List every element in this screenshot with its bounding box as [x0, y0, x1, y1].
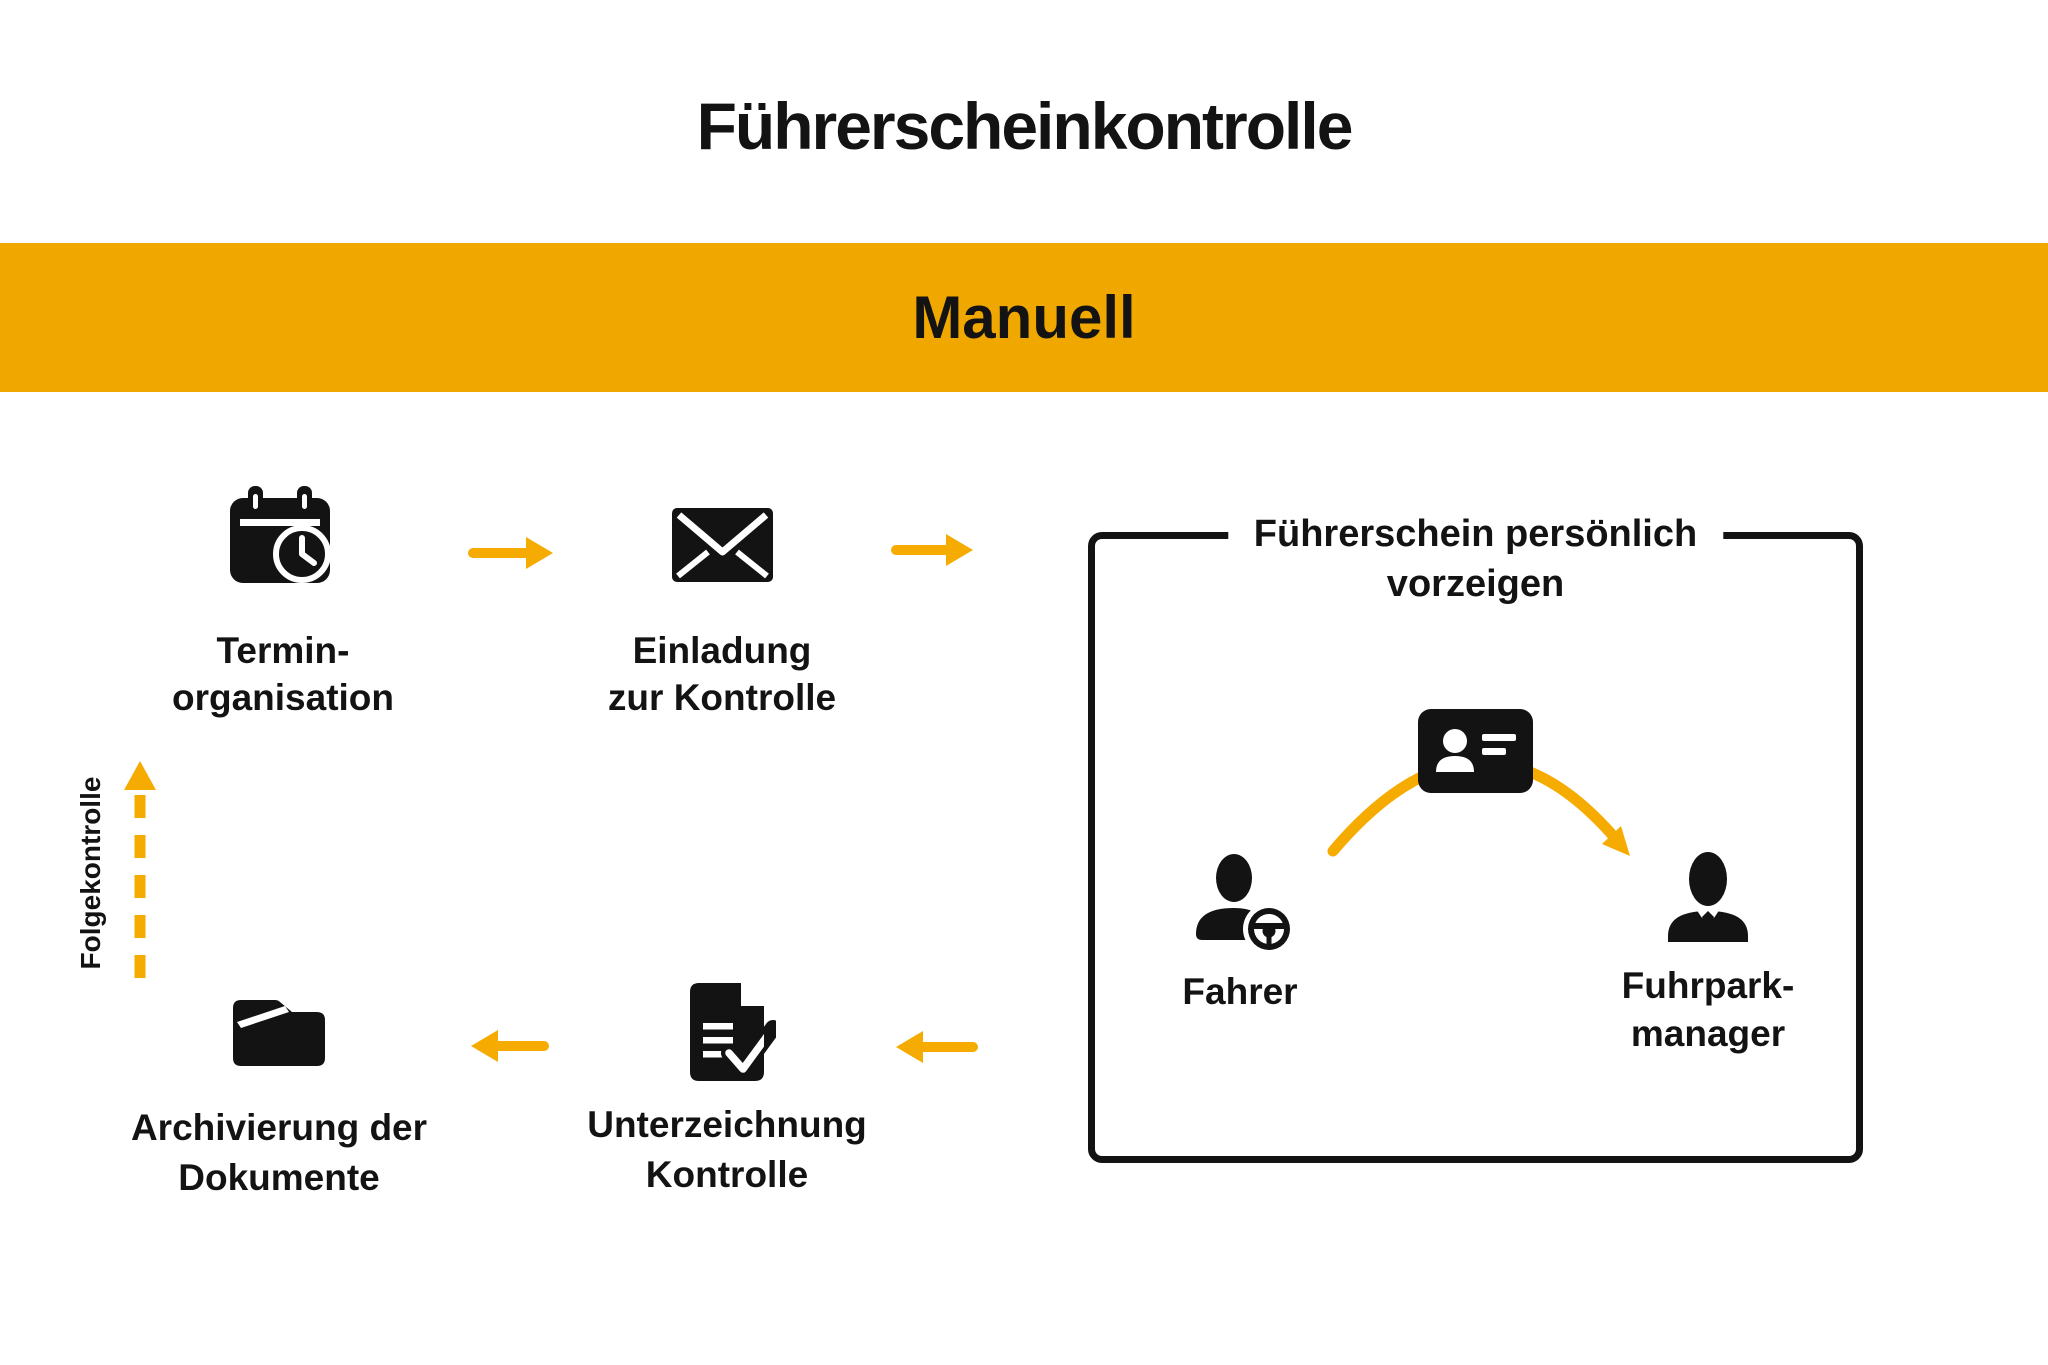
page-title: Führerscheinkontrolle	[696, 89, 1354, 163]
step-label-line: organisation	[171, 677, 395, 718]
id-card-icon	[1418, 709, 1533, 793]
folgekontrolle-arrow	[124, 761, 156, 978]
actor-label-line: Fahrer	[1182, 971, 1298, 1012]
actor-label: Fuhrpark- manager	[1622, 962, 1795, 1058]
mode-banner-label: Manuell	[912, 284, 1136, 351]
step-label-line: Unterzeichnung	[587, 1104, 867, 1145]
folgekontrolle-label: Folgekontrolle	[75, 776, 106, 970]
step-label-line: Archivierung der	[130, 1107, 428, 1148]
flow-arrow-right-2	[891, 534, 973, 566]
step-label-line: Termin-	[216, 630, 350, 671]
vorzeigen-box-title: Führerschein persönlich vorzeigen	[1227, 509, 1724, 609]
box-title-line: Führerschein persönlich	[1253, 513, 1698, 555]
step-label: Unterzeichnung Kontrolle	[587, 1100, 867, 1200]
step-label: Archivierung der Dokumente	[131, 1103, 427, 1203]
document-check-icon	[690, 983, 776, 1081]
flow-arrow-right-1	[468, 537, 553, 569]
envelope-icon	[672, 508, 773, 582]
step-label: Termin- organisation	[172, 627, 394, 721]
actor-label-line: manager	[1630, 1013, 1786, 1054]
box-title-line: vorzeigen	[1386, 563, 1565, 605]
flow-arrow-left-2	[471, 1030, 549, 1062]
flow-arrow-left-1	[896, 1031, 978, 1063]
step-label-line: zur Kontrolle	[607, 677, 837, 718]
actor-label-line: Fuhrpark-	[1621, 965, 1795, 1006]
step-label-line: Einladung	[632, 630, 812, 671]
vorzeigen-box: Führerschein persönlich vorzeigen	[1088, 509, 1863, 1163]
step-label-line: Dokumente	[178, 1157, 380, 1198]
step-label: Einladung zur Kontrolle	[608, 627, 836, 721]
mode-banner: Manuell	[0, 243, 2048, 392]
folder-icon	[233, 1000, 325, 1066]
driver-icon	[1196, 854, 1295, 955]
calendar-clock-icon	[230, 486, 331, 583]
manager-icon	[1668, 852, 1748, 942]
actor-label: Fahrer	[1182, 968, 1297, 1015]
step-label-line: Kontrolle	[645, 1154, 809, 1195]
